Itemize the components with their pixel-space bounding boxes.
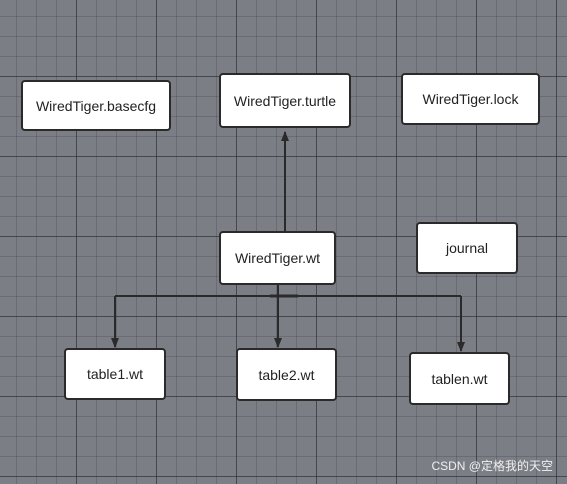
node-table2: table2.wt [236,348,337,401]
node-tablen: tablen.wt [409,352,510,405]
node-lock: WiredTiger.lock [401,73,540,125]
watermark: CSDN @定格我的天空 [431,459,553,473]
node-table2-label: table2.wt [258,366,315,383]
node-journal-label: journal [445,240,489,256]
node-tablen-label: tablen.wt [431,370,488,387]
node-table1-label: table1.wt [86,366,144,382]
node-wt: WiredTiger.wt [219,231,336,285]
node-journal: journal [416,222,518,274]
node-turtle-label: WiredTiger.turtle [233,92,337,109]
node-lock-label: WiredTiger.lock [422,91,519,107]
node-basecfg: WiredTiger.basecfg [21,80,171,131]
node-basecfg-label: WiredTiger.basecfg [35,97,157,114]
node-wt-label: WiredTiger.wt [234,250,321,266]
node-turtle: WiredTiger.turtle [219,73,351,128]
node-table1: table1.wt [64,348,166,400]
